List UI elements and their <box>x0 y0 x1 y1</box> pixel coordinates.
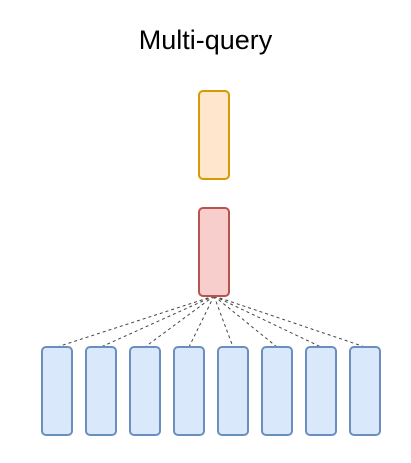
head-blocks <box>41 346 381 436</box>
head-block <box>129 346 161 436</box>
head-block <box>349 346 381 436</box>
head-block <box>41 346 73 436</box>
query-block <box>198 90 230 180</box>
connector-line <box>213 295 278 348</box>
head-block <box>173 346 205 436</box>
shared-key-value-block <box>198 207 230 297</box>
head-block <box>85 346 117 436</box>
head-block <box>261 346 293 436</box>
connector-line <box>100 295 215 348</box>
connector-line <box>213 295 366 348</box>
diagram-title: Multi-query <box>138 25 273 55</box>
connector-line <box>56 295 215 348</box>
connector-line <box>188 295 215 348</box>
head-block <box>305 346 337 436</box>
head-block <box>217 346 249 436</box>
connector-line <box>213 295 322 348</box>
connector-lines <box>56 295 366 348</box>
connector-line <box>144 295 215 348</box>
